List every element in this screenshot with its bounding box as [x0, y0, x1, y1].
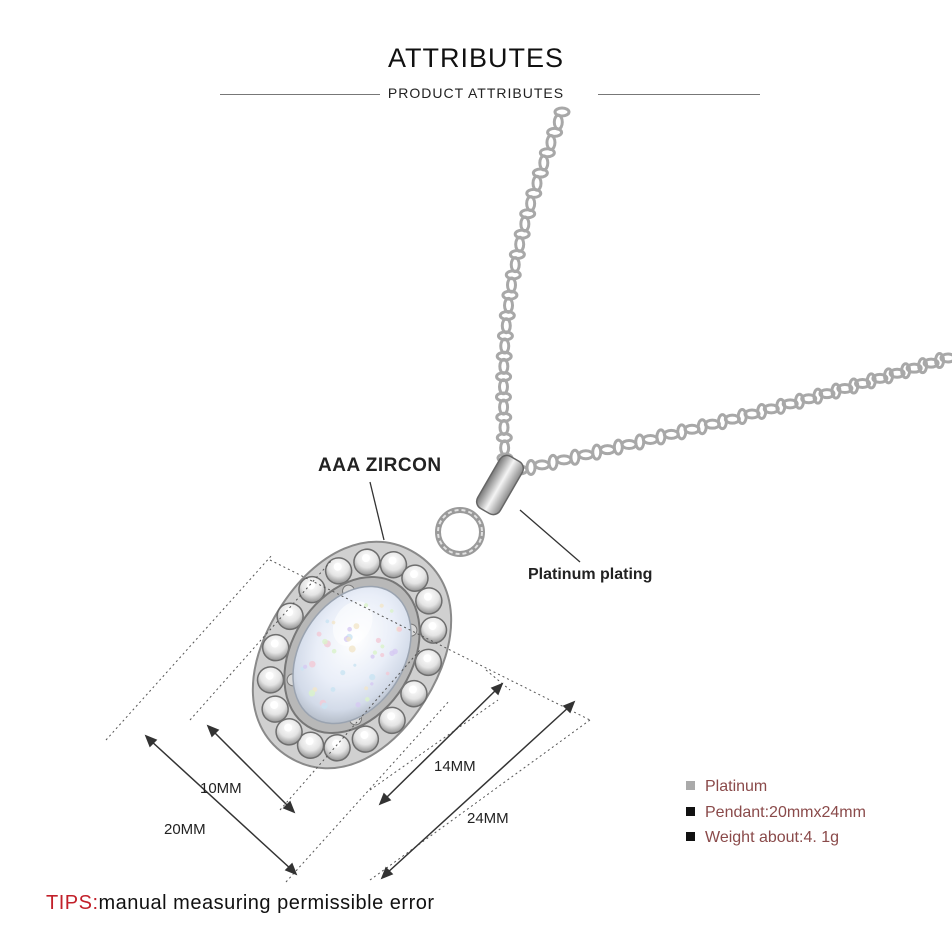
tips-text: manual measuring permissible error: [99, 892, 435, 914]
spec-bullet: [686, 807, 695, 816]
pendant-bail: [438, 453, 526, 554]
zircon-leader-line: [370, 482, 384, 540]
zircon-callout: AAA ZIRCON: [318, 455, 442, 477]
chain-link: [571, 450, 579, 464]
spec-text: Weight about:4. 1g: [705, 829, 839, 846]
spec-bullet: [686, 832, 695, 841]
tips-prefix: TIPS:: [46, 892, 99, 914]
chain-link: [593, 445, 601, 459]
outer-width-label: 20MM: [164, 821, 206, 838]
chain-link: [579, 451, 593, 459]
chain-link: [643, 435, 657, 443]
inner-height-label: 14MM: [434, 758, 476, 775]
chain-link: [535, 461, 549, 469]
spec-item: Weight about:4. 1g: [686, 829, 839, 847]
inner-width-label: 10MM: [200, 780, 242, 797]
chain-link: [527, 460, 535, 474]
plating-callout: Platinum plating: [528, 566, 652, 584]
chain-link: [636, 435, 644, 449]
left-chain: [496, 108, 569, 462]
tips-note: TIPS:manual measuring permissible error: [46, 892, 435, 915]
right-chain: [513, 354, 952, 475]
outer-height-label: 24MM: [467, 810, 509, 827]
chain-link: [549, 455, 557, 469]
chain-link: [664, 430, 678, 438]
outer-width-arrow: [150, 740, 292, 870]
spec-item: Pendant:20mmx24mm: [686, 804, 866, 822]
chain-link: [622, 441, 636, 449]
chain-link: [601, 446, 615, 454]
spec-item: Platinum: [686, 778, 767, 796]
spec-text: Platinum: [705, 778, 767, 795]
chain-link: [557, 456, 571, 464]
chain-link: [614, 440, 622, 454]
plating-leader-line: [520, 510, 580, 562]
outer-height-arrow: [386, 706, 570, 874]
spec-text: Pendant:20mmx24mm: [705, 804, 866, 821]
spec-bullet: [686, 781, 695, 790]
